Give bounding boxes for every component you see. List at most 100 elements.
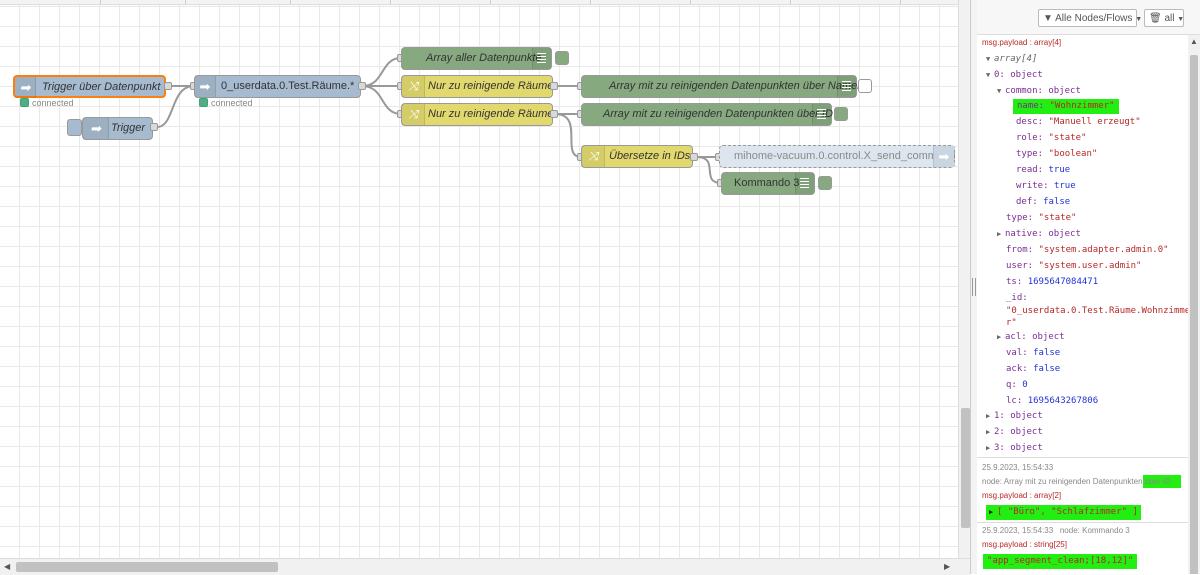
clear-all-button[interactable]: 🗑 all ▼ [1144, 9, 1184, 27]
tree-lc-row: lc: 1695643267806 [1006, 396, 1099, 406]
node-status: connected [20, 98, 74, 108]
tree-q-row: q: 0 [1006, 380, 1028, 390]
tree-item-1[interactable]: ▶1: object [986, 411, 1043, 421]
msg-timestamp: 25.9.2023, 15:54:33 [982, 463, 1054, 472]
node-filter-2[interactable]: ⤨ Nur zu reinigende Räume [401, 103, 553, 126]
tree-item-3[interactable]: ▶3: object [986, 443, 1043, 453]
msg-meta: msg.payload : string[25] [982, 540, 1067, 549]
tree-item-2[interactable]: ▶2: object [986, 427, 1043, 437]
node-translate[interactable]: ⤨ Übersetze in IDs [581, 145, 693, 168]
filter-nodes-button[interactable]: ▼ Alle Nodes/Flows ▼ [1038, 9, 1142, 27]
tree-type2-row: type: "state" [1006, 213, 1077, 223]
shuffle-icon: ⤨ [402, 104, 425, 125]
node-trigger-datapoint[interactable]: ➡ Trigger über Datenpunkt [13, 75, 166, 98]
input-arrow-icon: ➡ [15, 77, 36, 98]
msg-timestamp: 25.9.2023, 15:54:33 node: Kommando 3 [982, 526, 1130, 535]
node-label: Trigger über Datenpunkt [42, 81, 161, 93]
workspace-vertical-scrollbar[interactable] [958, 0, 971, 558]
node-label: Array mit zu reinigenden Datenpunkten üb… [603, 108, 833, 120]
inject-button[interactable] [67, 119, 82, 136]
debug-toggle[interactable] [858, 79, 872, 93]
debug-toggle[interactable] [834, 107, 848, 121]
node-mihome-vacuum[interactable]: mihome-vacuum.0.control.X_send_command ➡ [719, 145, 955, 168]
debug-sidebar: ▼ Alle Nodes/Flows ▼ 🗑 all ▼ msg.payload… [977, 0, 1200, 574]
output-port[interactable] [164, 82, 172, 90]
tree-id-value: "0_userdata.0.Test.Räume.Wohnzimme [1006, 306, 1188, 316]
output-port[interactable] [550, 82, 558, 90]
debug-list-icon [795, 173, 814, 194]
msg-meta: msg.payload : array[2] [982, 491, 1062, 500]
input-arrow-icon: ➡ [195, 76, 216, 97]
debug-list-icon [837, 76, 856, 97]
chevron-down-icon: ▼ [1135, 16, 1143, 23]
sidebar-scrollbar[interactable]: ▲ [1188, 35, 1200, 574]
node-label: 0_userdata.0.Test.Räume.* [221, 80, 355, 92]
msg-value[interactable]: ▶[ "Büro", "Schlafzimmer" ] [986, 505, 1141, 520]
output-port[interactable] [550, 110, 558, 118]
scroll-up-icon[interactable]: ▲ [1190, 37, 1198, 46]
scroll-left-icon[interactable]: ◀ [4, 562, 11, 571]
output-port[interactable] [690, 153, 698, 161]
tree-def-row: def: false [1016, 197, 1071, 207]
chevron-down-icon: ▼ [1177, 16, 1185, 23]
flow-workspace[interactable]: ➡ Trigger über Datenpunkt connected ➡ Tr… [0, 0, 958, 558]
tree-native[interactable]: ▶native: object [997, 229, 1081, 239]
tree-ack-row: ack: false [1006, 364, 1061, 374]
tree-val-row: val: false [1006, 348, 1061, 358]
input-arrow-icon: ➡ [83, 118, 109, 139]
tree-ts-row: ts: 1695647084471 [1006, 277, 1099, 287]
tree-read-row: read: true [1016, 165, 1071, 175]
tree-id-value-wrap: r" [1006, 318, 1017, 328]
node-label: Nur zu reinigende Räume [428, 80, 554, 92]
node-label: Array aller Datenpunkte [426, 52, 542, 64]
debug-toolbar: ▼ Alle Nodes/Flows ▼ 🗑 all ▼ [977, 0, 1200, 35]
shuffle-icon: ⤨ [582, 146, 605, 167]
workspace-horizontal-scrollbar[interactable]: ◀ ▶ [0, 558, 970, 575]
msg-node: node: Array mit zu reinigenden Datenpunk… [982, 475, 1181, 488]
tree-common[interactable]: ▼common: object [997, 86, 1081, 96]
tree-acl[interactable]: ▶acl: object [997, 332, 1065, 342]
trash-icon: 🗑 [1149, 13, 1162, 24]
tree-name-row: name: "Wohnzimmer" [1013, 99, 1119, 114]
output-port[interactable] [358, 82, 366, 90]
node-array-names[interactable]: Array mit zu reinigenden Datenpunkten üb… [581, 75, 863, 98]
node-label: Kommando 3 [734, 177, 800, 189]
output-port[interactable] [150, 123, 158, 131]
node-label: mihome-vacuum.0.control.X_send_command [734, 150, 956, 162]
tree-user-row: user: "system.user.admin" [1006, 261, 1142, 271]
output-arrow-icon: ➡ [933, 146, 954, 167]
node-label: Trigger [111, 122, 146, 134]
node-label: Nur zu reinigende Räume [428, 108, 554, 120]
tree-desc-row: desc: "Manuell erzeugt" [1016, 117, 1141, 127]
tree-item-0[interactable]: ▼0: object [986, 70, 1043, 80]
node-status: connected [199, 98, 253, 108]
debug-messages[interactable]: msg.payload : array[4] ▼array[4] ▼0: obj… [977, 35, 1188, 574]
debug-toggle[interactable] [818, 176, 832, 190]
node-label: Übersetze in IDs [609, 150, 691, 162]
node-filter-1[interactable]: ⤨ Nur zu reinigende Räume [401, 75, 553, 98]
tree-id-row: _id: [1006, 293, 1028, 303]
debug-list-icon [812, 104, 831, 125]
scrollbar-thumb[interactable] [1190, 55, 1198, 574]
msg-value[interactable]: "app_segment_clean;[18,12]" [983, 554, 1138, 569]
msg-meta: msg.payload : array[4] [982, 38, 1062, 47]
scroll-right-icon[interactable]: ▶ [944, 562, 951, 571]
debug-list-icon [532, 48, 551, 69]
node-kommando[interactable]: Kommando 3 [721, 172, 815, 195]
scrollbar-thumb[interactable] [16, 562, 278, 572]
tree-type-row: type: "boolean" [1016, 149, 1098, 159]
tree-write-row: write: true [1016, 181, 1076, 191]
node-label: Array mit zu reinigenden Datenpunkten üb… [609, 80, 864, 92]
shuffle-icon: ⤨ [402, 76, 425, 97]
tree-root[interactable]: ▼array[4] [986, 54, 1038, 64]
node-array-all[interactable]: Array aller Datenpunkte [401, 47, 552, 70]
debug-toggle[interactable] [555, 51, 569, 65]
node-trigger[interactable]: ➡ Trigger [82, 117, 153, 140]
node-userdata[interactable]: ➡ 0_userdata.0.Test.Räume.* [194, 75, 361, 98]
node-array-ids[interactable]: Array mit zu reinigenden Datenpunkten üb… [581, 103, 833, 126]
tree-role-row: role: "state" [1016, 133, 1087, 143]
tree-from-row: from: "system.adapter.admin.0" [1006, 245, 1169, 255]
scrollbar-thumb[interactable] [961, 408, 970, 528]
flow-tab-bar[interactable] [0, 0, 958, 5]
filter-icon: ▼ [1043, 13, 1053, 24]
